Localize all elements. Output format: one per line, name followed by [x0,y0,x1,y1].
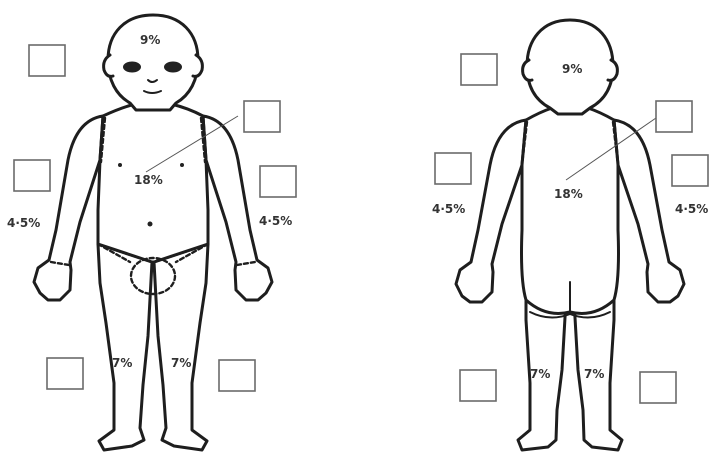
back-left-arm-percent: 4·5% [432,202,465,216]
front-trunk-percent: 18% [134,173,163,187]
front-right-leg-input-box[interactable] [219,360,255,391]
back-left-arm [456,120,526,302]
back-right-arm [614,120,684,302]
back-right-arm-input-box[interactable] [672,155,708,186]
back-left-arm-input-box[interactable] [435,153,471,184]
back-right-arm-percent: 4·5% [675,202,708,216]
front-head [108,15,198,110]
front-left-arm-percent: 4·5% [7,216,40,230]
back-trunk-percent: 18% [554,187,583,201]
front-right-eye [164,62,182,73]
front-head-input-box[interactable] [29,45,65,76]
back-right-leg-input-box[interactable] [640,372,676,403]
back-head-input-box[interactable] [461,54,497,85]
front-left-nipple [118,163,122,167]
front-right-nipple [180,163,184,167]
front-right-arm-percent: 4·5% [259,214,292,228]
front-left-leg [98,244,152,450]
front-left-arm-input-box[interactable] [14,160,50,191]
front-head-percent: 9% [140,33,160,47]
back-trunk-input-box[interactable] [656,101,692,132]
back-right-leg-percent: 7% [584,367,604,381]
front-left-eye [123,62,141,73]
back-left-leg-input-box[interactable] [460,370,496,401]
front-trunk-input-box[interactable] [244,101,280,132]
front-left-leg-percent: 7% [112,356,132,370]
back-left-leg-percent: 7% [530,367,550,381]
front-right-leg-percent: 7% [171,356,191,370]
back-head-percent: 9% [562,62,582,76]
front-right-arm [203,116,272,300]
front-left-leg-input-box[interactable] [47,358,83,389]
front-navel [148,222,153,227]
front-left-arm [34,116,103,300]
front-right-arm-input-box[interactable] [260,166,296,197]
front-right-leg [154,244,208,450]
